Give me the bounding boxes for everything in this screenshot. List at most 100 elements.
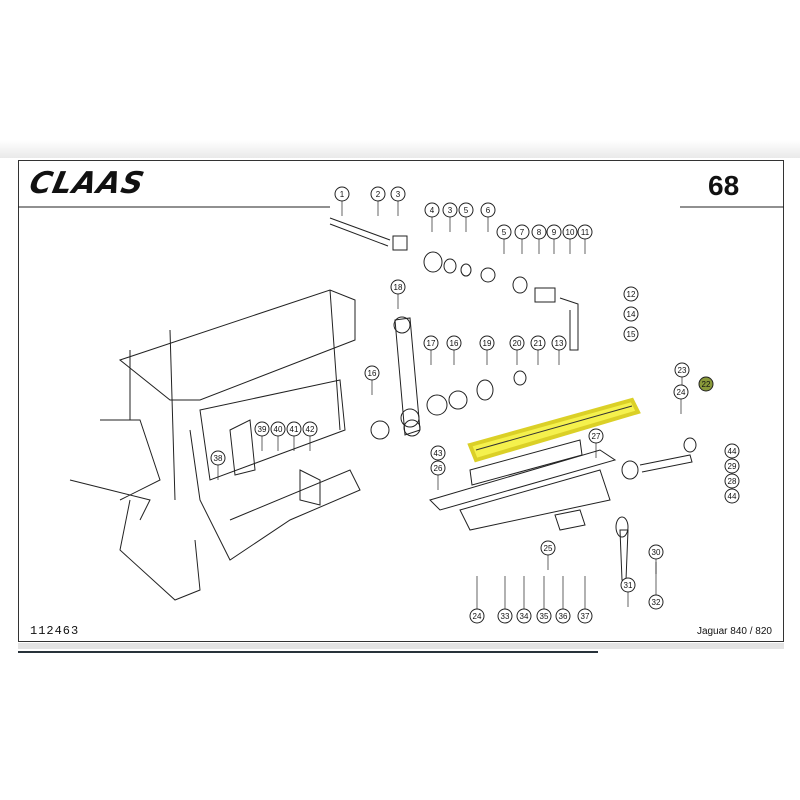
callout-label: 30: [652, 548, 661, 557]
callout-circle-4: [424, 202, 440, 218]
callout-label: 22: [702, 380, 711, 389]
callout-circle-7: [514, 224, 530, 240]
callout-circle-3: [442, 202, 458, 218]
callout-label: 26: [434, 464, 443, 473]
callout-circle-6: [480, 202, 496, 218]
callout-circle-24: [469, 608, 485, 624]
callout-circle-40: [270, 421, 286, 437]
callout-label: 41: [290, 425, 299, 434]
shaft-parts: [329, 217, 579, 440]
callout-circle-38: [210, 450, 226, 466]
callout-label: 14: [627, 310, 636, 319]
callout-circle-41: [286, 421, 302, 437]
arm-lever: [393, 316, 421, 437]
drawing-number: 112463: [30, 624, 80, 638]
callout-label: 1: [340, 190, 345, 199]
callout-circle-11: [577, 224, 593, 240]
callout-circle-27: [588, 428, 604, 444]
callout-label: 38: [214, 454, 223, 463]
callout-label: 16: [368, 369, 377, 378]
callout-label: 8: [537, 228, 542, 237]
callout-label: 5: [464, 206, 469, 215]
callout-label: 12: [627, 290, 636, 299]
callout-circle-34: [516, 608, 532, 624]
callout-label: 5: [502, 228, 507, 237]
page-number: 68: [708, 170, 740, 201]
callout-circle-18: [390, 279, 406, 295]
callout-circle-10: [562, 224, 578, 240]
callout-circle-31: [620, 577, 636, 593]
frame-drawing: [69, 289, 361, 601]
callout-circle-32: [648, 594, 664, 610]
callout-label: 32: [652, 598, 661, 607]
callout-circle-29: [724, 458, 740, 474]
callout-label: 23: [678, 366, 687, 375]
callout-label: 18: [394, 283, 403, 292]
callout-circle-28: [724, 473, 740, 489]
callout-label: 21: [534, 339, 543, 348]
callout-circle-5: [458, 202, 474, 218]
callout-circle-36: [555, 608, 571, 624]
callout-circle-15: [623, 326, 639, 342]
callout-label: 11: [581, 228, 590, 237]
callout-circle-14: [623, 306, 639, 322]
model-label: Jaguar 840 / 820: [696, 626, 772, 637]
callout-label: 29: [728, 462, 737, 471]
callout-label: 37: [581, 612, 590, 621]
callout-label: 24: [473, 612, 482, 621]
callout-label: 3: [448, 206, 453, 215]
scan-top-band: [0, 140, 800, 158]
page-edge-line: [18, 651, 598, 653]
callout-label: 19: [483, 339, 492, 348]
callout-label: 27: [592, 432, 601, 441]
callout-label: 2: [376, 190, 381, 199]
callout-label: 42: [306, 425, 315, 434]
callout-label: 16: [450, 339, 459, 348]
slide-rail-assembly: [429, 437, 697, 581]
callout-circle-9: [546, 224, 562, 240]
callout-circle-30: [648, 544, 664, 560]
callout-circle-23: [674, 362, 690, 378]
callout-circle-12: [623, 286, 639, 302]
callout-circle-17: [423, 335, 439, 351]
callout-circle-21: [530, 335, 546, 351]
callout-circle-13: [551, 335, 567, 351]
callout-circle-39: [254, 421, 270, 437]
callout-label: 7: [520, 228, 525, 237]
callout-label: 10: [566, 228, 575, 237]
callout-label: 15: [627, 330, 636, 339]
callout-label: 31: [624, 581, 633, 590]
callout-circle-33: [497, 608, 513, 624]
callout-label: 34: [520, 612, 529, 621]
callout-label: 36: [559, 612, 568, 621]
callout-circle-44: [724, 488, 740, 504]
callout-circle-35: [536, 608, 552, 624]
callout-circle-2: [370, 186, 386, 202]
callout-circle-19: [479, 335, 495, 351]
callout-label: 39: [258, 425, 267, 434]
callout-circle-8: [531, 224, 547, 240]
callout-label: 4: [430, 206, 435, 215]
callout-circle-24: [673, 384, 689, 400]
callout-circle-16: [364, 365, 380, 381]
callout-label: 13: [555, 339, 564, 348]
callout-label: 28: [728, 477, 737, 486]
callout-label: 33: [501, 612, 510, 621]
callout-label: 3: [396, 190, 401, 199]
callout-label: 44: [728, 492, 737, 501]
callout-leaders: [217, 201, 683, 609]
callout-label: 35: [540, 612, 549, 621]
callout-circle-3: [390, 186, 406, 202]
callout-circle-22: [698, 376, 714, 392]
callout-circle-25: [540, 540, 556, 556]
callout-label: 40: [274, 425, 283, 434]
callout-label: 24: [677, 388, 686, 397]
callout-circle-20: [509, 335, 525, 351]
callout-label: 25: [544, 544, 553, 553]
callout-circle-43: [430, 445, 446, 461]
callout-circle-44: [724, 443, 740, 459]
callout-label: 43: [434, 449, 443, 458]
callout-label: 20: [513, 339, 522, 348]
